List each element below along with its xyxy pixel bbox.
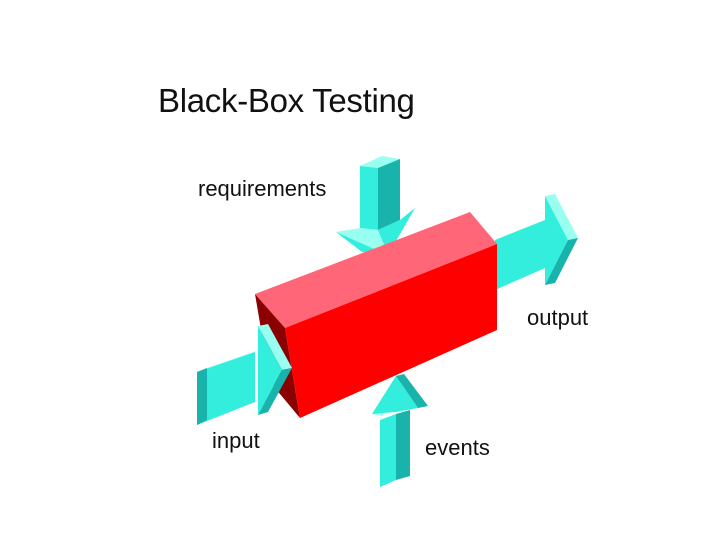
input-arrow-head-front bbox=[258, 326, 282, 415]
output-arrow-head-front bbox=[545, 196, 568, 285]
input-arrow bbox=[197, 324, 292, 425]
slide-title: Black-Box Testing bbox=[158, 82, 415, 119]
output-arrow-head-light bbox=[545, 194, 578, 240]
events-label: events bbox=[425, 435, 490, 460]
output-arrow-shaft-top bbox=[495, 215, 555, 240]
box-top-face bbox=[255, 212, 497, 328]
events-arrow-shaft-side bbox=[396, 410, 410, 480]
output-label: output bbox=[527, 305, 589, 330]
requirements-arrow-shaft-top bbox=[360, 156, 400, 168]
events-arrow-shaft-front bbox=[380, 414, 396, 487]
requirements-arrow-shaft-front bbox=[360, 166, 378, 230]
output-arrow-head-dark bbox=[545, 238, 578, 285]
box-front-face bbox=[285, 244, 497, 418]
output-arrow bbox=[495, 194, 578, 290]
events-arrow bbox=[372, 374, 428, 487]
output-arrow-shaft-front bbox=[495, 220, 545, 290]
input-arrow-head-dark bbox=[258, 368, 292, 415]
input-arrow-shaft-front bbox=[197, 352, 255, 425]
input-arrow-head-light bbox=[258, 324, 292, 370]
input-arrow-shaft-top bbox=[197, 348, 265, 372]
input-arrow-shaft-end bbox=[197, 368, 207, 425]
input-label: input bbox=[212, 428, 260, 453]
requirements-arrow-shaft-side bbox=[378, 159, 400, 230]
requirements-arrow-head-right bbox=[378, 208, 415, 255]
events-arrow-head-front bbox=[372, 376, 418, 414]
requirements-label: requirements bbox=[198, 176, 327, 201]
events-arrow-head-dark bbox=[396, 374, 428, 408]
